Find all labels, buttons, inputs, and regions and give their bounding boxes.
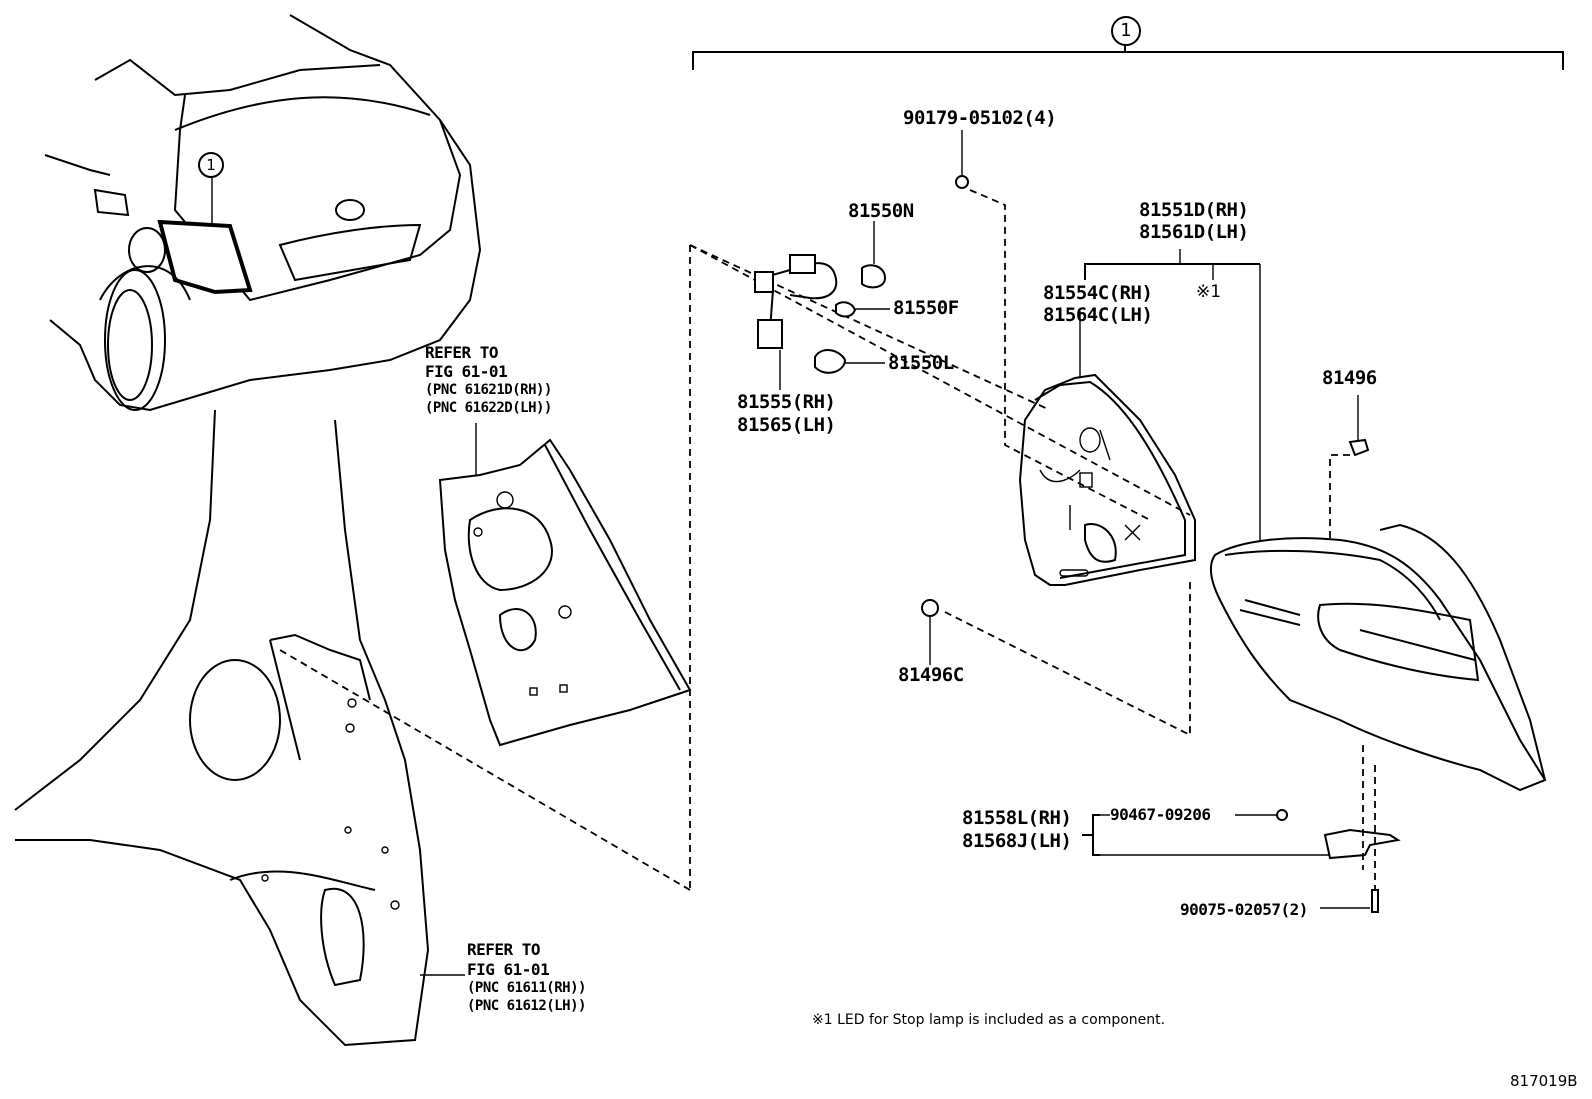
lens-gasket-illustration (1018, 373, 1196, 586)
footnote: ※1 LED for Stop lamp is included as a co… (812, 1012, 1166, 1028)
bolt-icon (955, 175, 969, 189)
assembly-callout: 1 (1111, 16, 1141, 46)
label-screw: 90467-09206 (1110, 805, 1211, 824)
car-rear-illustration (44, 14, 482, 412)
label-clip: 81496 (1322, 367, 1377, 389)
socket-wire-illustration (754, 221, 890, 390)
label-note-ref: ※1 (1196, 282, 1222, 302)
label-bulb-f: 81550F (893, 297, 959, 319)
assembly-bracket (692, 44, 1564, 70)
refer-upper-line3: (PNC 61621D(RH)) (425, 382, 552, 398)
label-bracket-lh: 81568J(LH) (962, 830, 1072, 852)
label-bracket-rh: 81558L(RH) (962, 807, 1072, 829)
label-socket-rh: 81555(RH) (737, 391, 836, 413)
refer-upper-line2: FIG 61-01 (425, 362, 508, 381)
label-clip-c: 81496C (898, 664, 964, 686)
label-bulb-n: 81550N (848, 200, 914, 222)
refer-lower-line3: (PNC 61611(RH)) (467, 980, 586, 996)
refer-lower-line1: REFER TO (467, 940, 541, 959)
label-lens-lh: 81564C(LH) (1043, 304, 1153, 326)
bracket-illustration (1235, 809, 1401, 913)
label-lens-rh: 81554C(RH) (1043, 282, 1153, 304)
label-socket-lh: 81565(LH) (737, 414, 836, 436)
quarter-panel-illustration (14, 409, 430, 1047)
refer-lower-line4: (PNC 61612(LH)) (467, 998, 586, 1014)
clip-icon (1348, 438, 1370, 457)
figure-id: 817019B (1510, 1072, 1578, 1090)
tail-lamp-illustration (1209, 523, 1547, 792)
refer-lower-line2: FIG 61-01 (467, 960, 550, 979)
refer-upper-line4: (PNC 61622D(LH)) (425, 400, 552, 416)
refer-upper-line1: REFER TO (425, 343, 499, 362)
label-bolt-top: 90179-05102(4) (903, 107, 1057, 129)
label-bolt-bottom: 90075-02057(2) (1180, 900, 1308, 919)
inner-panel-illustration (438, 438, 692, 747)
label-lamp-rh: 81551D(RH) (1139, 199, 1249, 221)
clip-c-icon (921, 599, 939, 617)
label-lamp-lh: 81561D(LH) (1139, 221, 1249, 243)
car-callout: 1 (198, 152, 224, 178)
label-bulb-l: 81550L (888, 352, 954, 374)
